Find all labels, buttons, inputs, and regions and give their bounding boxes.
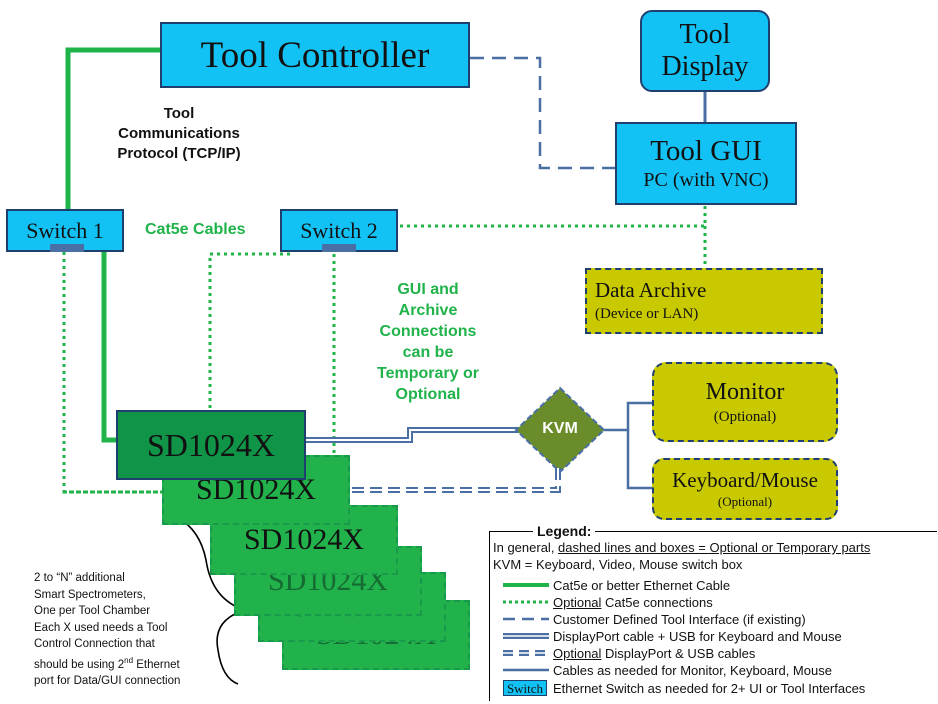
kvm-label: KVM bbox=[542, 420, 578, 437]
protocol-line-2: Communications bbox=[118, 125, 240, 142]
tool-display-label: Tool Display bbox=[661, 19, 749, 82]
kvm-monitor-cable bbox=[600, 401, 652, 432]
legend: Legend: In general, dashed lines and box… bbox=[489, 522, 937, 702]
switch-2-label: Switch 2 bbox=[300, 217, 378, 243]
spectrometer-note: 2 to “N” additional Smart Spectrometers,… bbox=[34, 570, 224, 689]
note-line-6: should be using 2nd Ethernet bbox=[34, 655, 180, 671]
legend-line-1: In general, dashed lines and boxes = Opt… bbox=[493, 540, 871, 555]
spectrometer-box-1: SD1024X bbox=[116, 410, 306, 480]
keyboard-mouse-title: Keyboard/Mouse bbox=[672, 468, 818, 492]
gui-note-line-3: Connections bbox=[379, 323, 477, 340]
gui-archive-note: GUI and Archive Connections can be Tempo… bbox=[358, 279, 498, 405]
tool-gui-box: Tool GUI PC (with VNC) bbox=[615, 122, 797, 205]
ethernet-cable-controller-switch1 bbox=[65, 47, 160, 210]
gui-note-line-1: GUI and bbox=[397, 281, 459, 298]
legend-line-2: KVM = Keyboard, Video, Mouse switch box bbox=[493, 557, 743, 572]
note-line-7: port for Data/GUI connection bbox=[34, 674, 181, 687]
monitor-box: Monitor (Optional) bbox=[652, 362, 838, 442]
cat5e-cables-label: Cat5e Cables bbox=[145, 221, 246, 238]
data-archive-title: Data Archive bbox=[595, 278, 707, 302]
spectrometer-label-1: SD1024X bbox=[146, 426, 275, 463]
protocol-line-1: Tool bbox=[163, 105, 195, 122]
monitor-subtitle: (Optional) bbox=[713, 409, 777, 425]
gui-note-line-6: Optional bbox=[395, 386, 461, 403]
legend-row-monitor-cables: Cables as needed for Monitor, Keyboard, … bbox=[503, 662, 832, 678]
legend-title: Legend: bbox=[533, 522, 596, 540]
tool-gui-title: Tool GUI bbox=[650, 134, 762, 167]
legend-row-switch: Switch Ethernet Switch as needed for 2+ … bbox=[489, 680, 865, 696]
legend-row-tool-interface: Customer Defined Tool Interface (if exis… bbox=[503, 611, 806, 627]
spectrometer-label-3: SD1024X bbox=[243, 523, 364, 556]
switch-1-port bbox=[50, 244, 84, 252]
ethernet-cable-switch1-sd bbox=[101, 252, 116, 443]
optional-cat5e-switch2-sd1 bbox=[208, 252, 290, 410]
gui-note-line-2: Archive bbox=[398, 302, 458, 319]
note-line-4: Each X used needs a Tool bbox=[34, 621, 168, 634]
tool-gui-subtitle: PC (with VNC) bbox=[643, 168, 769, 191]
keyboard-mouse-subtitle: (Optional) bbox=[717, 494, 773, 509]
switch-1-box: Switch 1 bbox=[6, 209, 124, 252]
legend-top-rule bbox=[489, 531, 937, 532]
optional-displayport-cable bbox=[352, 462, 561, 493]
gui-note-line-4: can be bbox=[402, 344, 454, 361]
note-line-1: 2 to “N” additional bbox=[34, 572, 125, 584]
gui-note-line-5: Temporary or bbox=[377, 365, 479, 382]
protocol-line-3: Protocol (TCP/IP) bbox=[117, 145, 241, 162]
legend-switch-badge: Switch bbox=[503, 680, 547, 696]
data-archive-box: Data Archive (Device or LAN) bbox=[585, 268, 823, 334]
note-line-3: One per Tool Chamber bbox=[34, 605, 151, 617]
note-line-5: Control Connection that bbox=[34, 638, 155, 650]
switch-2-port bbox=[322, 244, 356, 252]
switch-1-label: Switch 1 bbox=[26, 217, 104, 243]
legend-left-rule bbox=[489, 531, 490, 701]
tool-interface-dashed bbox=[470, 56, 615, 170]
legend-row-optional-displayport: Optional DisplayPort & USB cables bbox=[503, 645, 756, 661]
monitor-title: Monitor bbox=[705, 379, 785, 405]
protocol-label: Tool Communications Protocol (TCP/IP) bbox=[94, 104, 264, 164]
data-archive-subtitle: (Device or LAN) bbox=[595, 306, 699, 322]
displayport-cable bbox=[306, 427, 520, 443]
tool-controller-label: Tool Controller bbox=[200, 34, 430, 76]
legend-row-displayport: DisplayPort cable + USB for Keyboard and… bbox=[503, 628, 842, 644]
optional-cat5e-switch2-gui bbox=[400, 205, 707, 228]
tool-controller-box: Tool Controller bbox=[160, 22, 470, 88]
legend-row-optional-cat5e: Optional Cat5e connections bbox=[503, 594, 713, 610]
legend-row-cat5e: Cat5e or better Ethernet Cable bbox=[503, 577, 731, 593]
note-line-2: Smart Spectrometers, bbox=[34, 588, 146, 601]
kvm-keyboard-cable bbox=[626, 430, 652, 490]
tool-display-box: Tool Display bbox=[640, 10, 770, 92]
keyboard-mouse-box: Keyboard/Mouse (Optional) bbox=[652, 458, 838, 520]
